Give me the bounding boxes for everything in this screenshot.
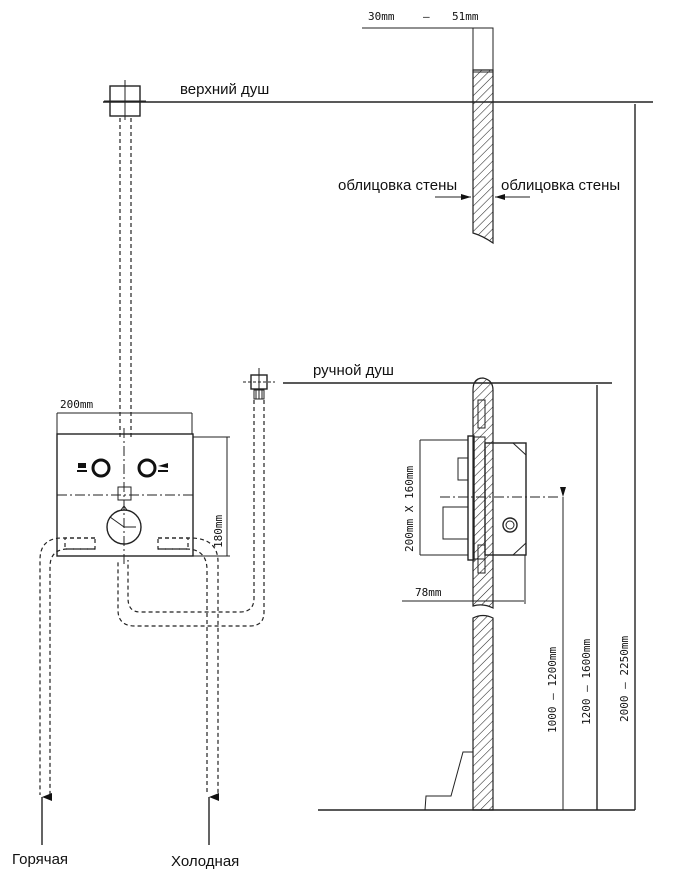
hand-shower-outlet (243, 368, 275, 400)
height-mixer-label: 1000 — 1200mm (546, 647, 559, 733)
box-height-label: 180mm (212, 515, 225, 548)
wall-hatch-top (472, 69, 494, 245)
hand-shower-knob-icon (137, 458, 157, 478)
wall-thickness-min-label: 30mm (368, 10, 395, 23)
shower-tray-icon (424, 751, 473, 811)
hand-shower-pipe-inner (117, 400, 265, 627)
wall-thickness-sep: — (423, 10, 430, 23)
wall-hatch-bottom (472, 614, 494, 811)
hand-shower-label: ручной душ (313, 362, 394, 379)
cold-pipe-inner (158, 548, 208, 795)
wall-gap (472, 27, 494, 73)
depth-label: 78mm (415, 586, 442, 599)
top-shower-outlet (104, 80, 146, 120)
height-hand-shower-label: 1200 — 1600mm (580, 639, 593, 725)
top-shower-label: верхний душ (180, 81, 269, 98)
thermostat-dial-icon (106, 509, 142, 545)
side-wall-section: 200mm X 160mm 78mm (318, 377, 635, 811)
top-wall-section: 30mm — 51mm облицовка стены облицовка ст… (338, 10, 620, 245)
mixer-box-front: 200mm 180mm (56, 398, 230, 565)
cold-pipe-outer (158, 537, 219, 795)
hand-shower-pipe-outer (127, 400, 255, 613)
height-dimensions: 1000 — 1200mm 1200 — 1600mm 2000 — 2250m… (546, 104, 636, 810)
hot-pipe-inner (49, 548, 95, 795)
wall-thickness-max-label: 51mm (452, 10, 479, 23)
cold-water-label: Холодная (171, 853, 239, 870)
height-top-shower-label: 2000 — 2250mm (618, 636, 631, 722)
wall-cladding-left-label: облицовка стены (338, 177, 457, 194)
side-size-label: 200mm X 160mm (403, 466, 416, 552)
top-shower-knob-icon (91, 458, 111, 478)
hot-pipe-outer (39, 537, 95, 795)
hot-water-label: Горячая (12, 851, 68, 868)
wall-cladding-right-label: облицовка стены (501, 177, 620, 194)
box-width-label: 200mm (60, 398, 93, 411)
